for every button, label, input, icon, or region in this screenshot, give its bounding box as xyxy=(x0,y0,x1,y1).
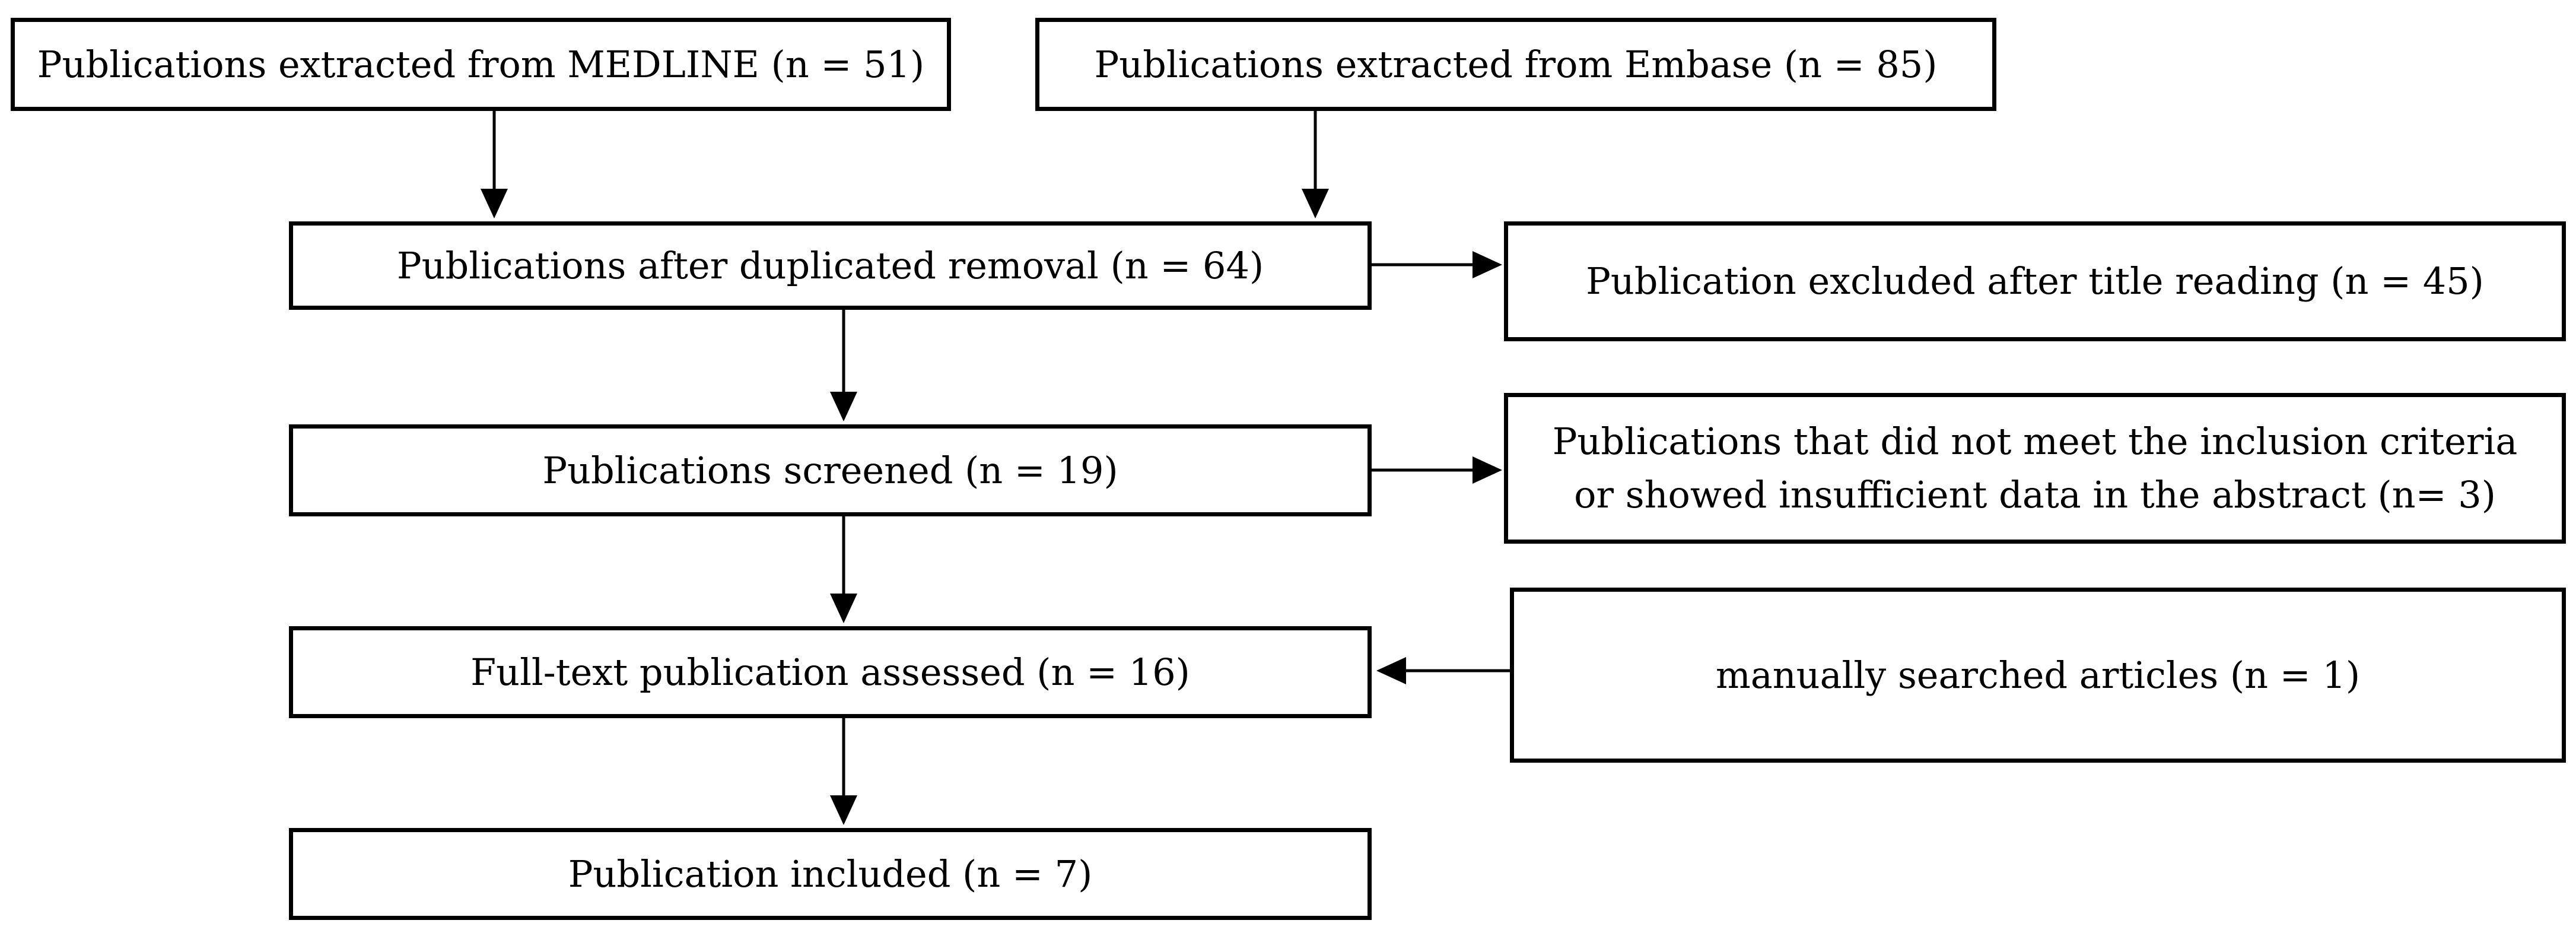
included-label: Publication included (n = 7) xyxy=(568,852,1093,896)
medline-box: Publications extracted from MEDLINE (n =… xyxy=(11,18,951,111)
embase-box: Publications extracted from Embase (n = … xyxy=(1035,18,1996,111)
title-excluded-label: Publication excluded after title reading… xyxy=(1586,259,2484,303)
arrowhead-dedup-to-title xyxy=(1473,251,1502,278)
manual-search-label: manually searched articles (n = 1) xyxy=(1715,653,2361,697)
manual-search-box: manually searched articles (n = 1) xyxy=(1510,588,2566,763)
title-excluded-box: Publication excluded after title reading… xyxy=(1504,221,2566,341)
arrowhead-fulltext-to-included xyxy=(830,795,857,825)
arrowhead-dedup-to-screened xyxy=(830,392,857,421)
included-box: Publication included (n = 7) xyxy=(289,828,1372,920)
full-text-assessed-label: Full-text publication assessed (n = 16) xyxy=(470,650,1190,694)
arrowhead-screened-to-criteria xyxy=(1473,456,1502,484)
arrowhead-manual-to-fulltext xyxy=(1376,657,1406,684)
criteria-excluded-box: Publications that did not meet the inclu… xyxy=(1504,393,2566,544)
full-text-assessed-box: Full-text publication assessed (n = 16) xyxy=(289,626,1372,718)
screened-label: Publications screened (n = 19) xyxy=(542,448,1118,492)
screened-box: Publications screened (n = 19) xyxy=(289,424,1372,516)
embase-box-label: Publications extracted from Embase (n = … xyxy=(1094,42,1938,86)
duplicates-removed-label: Publications after duplicated removal (n… xyxy=(396,243,1264,287)
arrowhead-medline-to-dedup xyxy=(481,189,508,218)
arrowhead-screened-to-fulltext xyxy=(830,594,857,623)
criteria-excluded-label-line-1: Publications that did not meet the inclu… xyxy=(1552,420,2518,464)
duplicates-removed-box: Publications after duplicated removal (n… xyxy=(289,221,1372,310)
arrowhead-embase-to-dedup xyxy=(1302,189,1329,218)
criteria-excluded-label-line-2: or showed insufficient data in the abstr… xyxy=(1574,473,2496,516)
medline-box-label: Publications extracted from MEDLINE (n =… xyxy=(37,42,925,86)
